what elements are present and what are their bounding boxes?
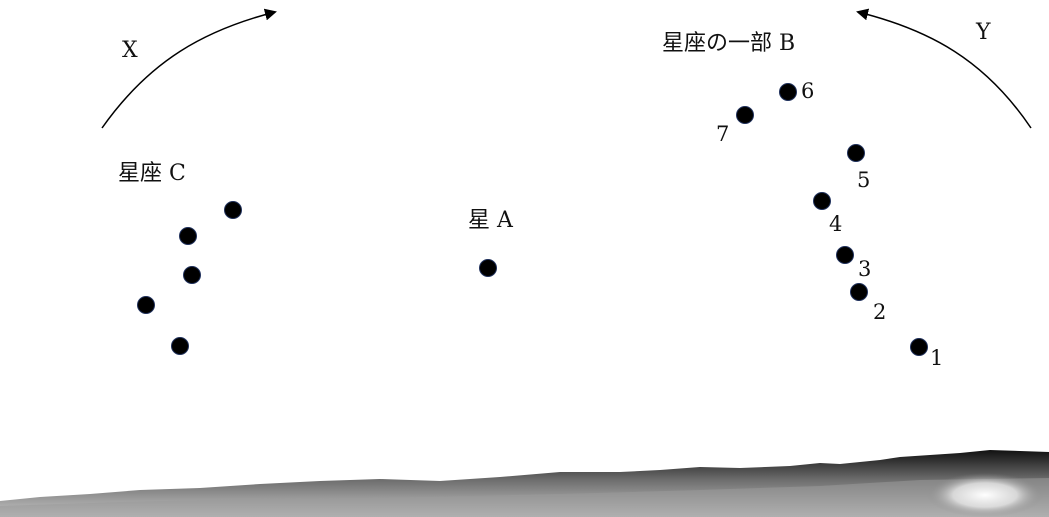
constellation-c-star xyxy=(183,266,201,284)
constellation-b-star-2 xyxy=(850,283,868,301)
star-number-1: 1 xyxy=(930,346,943,370)
star-number-7: 7 xyxy=(716,122,729,146)
star-number-5: 5 xyxy=(857,168,870,192)
y-arrow-icon xyxy=(856,8,1032,129)
constellation-c-star xyxy=(224,201,242,219)
constellation-b-star-5 xyxy=(847,144,865,162)
star-number-6: 6 xyxy=(801,79,814,103)
constellation-c-star xyxy=(179,227,197,245)
constellation-b-star-4 xyxy=(813,192,831,210)
star-a xyxy=(479,259,497,277)
star-number-2: 2 xyxy=(873,300,886,324)
constellation-b-star-7 xyxy=(736,106,754,124)
constellation-c-star xyxy=(171,337,189,355)
constellation-b-star-6 xyxy=(779,83,797,101)
constellation-c-star xyxy=(137,296,155,314)
star-number-3: 3 xyxy=(858,257,871,281)
constellation-b-label: 星座の一部 B xyxy=(662,31,795,56)
constellation-b-numbers: 1 2 3 4 5 6 7 xyxy=(716,79,943,370)
ground-horizon xyxy=(0,450,1049,517)
x-arrow-label: X xyxy=(122,38,138,63)
constellation-c xyxy=(137,201,242,355)
constellation-b-star-3 xyxy=(836,246,854,264)
constellation-c-label: 星座 C xyxy=(118,161,186,186)
constellation-b xyxy=(736,83,928,356)
star-a-label: 星 A xyxy=(468,208,514,233)
x-arrow-icon xyxy=(101,8,277,129)
star-number-4: 4 xyxy=(829,212,842,236)
constellation-b-star-1 xyxy=(910,338,928,356)
y-arrow-label: Y xyxy=(975,20,991,45)
